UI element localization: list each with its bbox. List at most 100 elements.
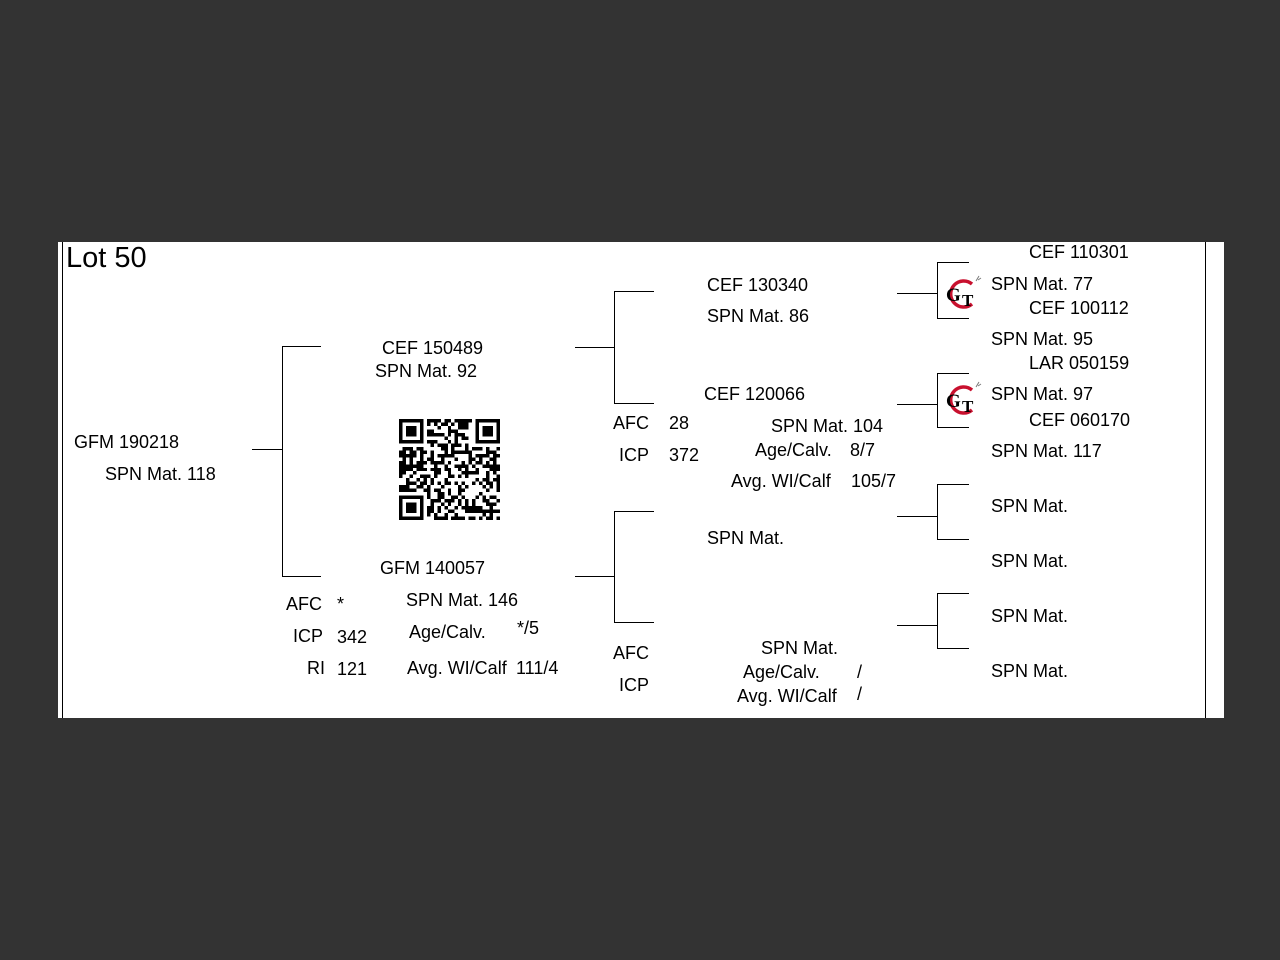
qr-module — [444, 481, 448, 486]
qr-module — [461, 460, 466, 465]
qr-module — [486, 499, 490, 503]
qr-module — [447, 488, 452, 493]
qr-module — [426, 513, 431, 517]
qr-module — [475, 429, 480, 433]
qr-module — [479, 460, 483, 465]
qr-module — [461, 419, 466, 423]
qr-module — [454, 443, 459, 447]
connector — [937, 262, 969, 263]
dam-dam-avg-wi-label: Avg. WI/Calf — [737, 686, 837, 706]
qr-module — [482, 419, 487, 423]
qr-module — [451, 422, 455, 426]
sire-spn: SPN Mat. 92 — [375, 361, 478, 381]
qr-module — [482, 478, 487, 482]
qr-module — [493, 457, 497, 461]
qr-module — [454, 481, 459, 486]
qr-module — [399, 422, 403, 426]
qr-module — [433, 516, 438, 520]
qr-module — [496, 436, 500, 440]
qr-module — [419, 439, 424, 444]
qr-module — [423, 467, 427, 472]
qr-module — [479, 457, 483, 461]
qr-module — [496, 485, 500, 489]
qr-module — [482, 464, 487, 468]
qr-module — [437, 492, 441, 496]
qr-module — [419, 481, 424, 486]
qr-module — [472, 464, 476, 468]
qr-module — [458, 464, 462, 468]
qr-module — [430, 506, 434, 510]
qr-module — [458, 419, 462, 423]
qr-module — [479, 506, 483, 510]
qr-module — [472, 502, 476, 507]
connector — [937, 648, 969, 649]
qr-module — [475, 460, 480, 465]
qr-module — [461, 495, 466, 500]
qr-module — [409, 488, 413, 493]
qr-module — [412, 495, 417, 500]
connector — [897, 516, 938, 517]
qr-module — [486, 474, 490, 479]
qr-module — [447, 429, 452, 433]
qr-module — [426, 492, 431, 496]
qr-module — [430, 499, 434, 503]
qr-module — [399, 436, 403, 440]
qr-module — [475, 422, 480, 426]
pedigree-sheet: Lot 50 GFM 190218 SPN Mat. 118 CEF 15048… — [58, 242, 1224, 718]
qr-module — [437, 443, 441, 447]
connector — [937, 373, 969, 374]
qr-module — [430, 419, 434, 423]
qr-module — [472, 499, 476, 503]
qr-module — [399, 439, 403, 444]
qr-module — [493, 460, 497, 465]
dam-icp-label: ICP — [293, 626, 324, 646]
qr-module — [419, 432, 424, 437]
qr-module — [451, 499, 455, 503]
qr-module — [405, 506, 410, 510]
connector — [897, 404, 938, 405]
dam-avg-wi-value: 111/4 — [516, 658, 559, 678]
qr-module — [486, 425, 490, 430]
qr-module — [468, 506, 473, 510]
qr-module — [493, 453, 497, 458]
qr-module — [412, 506, 417, 510]
qr-module — [486, 464, 490, 468]
qr-module — [482, 495, 487, 500]
qr-module — [440, 443, 445, 447]
qr-module — [458, 485, 462, 489]
qr-module — [419, 464, 424, 468]
qr-module — [416, 485, 420, 489]
qr-module — [412, 509, 417, 514]
qr-module — [479, 419, 483, 423]
qr-module — [419, 509, 424, 514]
qr-module — [496, 499, 500, 503]
qr-module — [472, 481, 476, 486]
qr-module — [419, 450, 424, 454]
connector — [614, 291, 615, 403]
left-border — [62, 242, 63, 718]
qr-module — [405, 478, 410, 482]
sd-sire-id: LAR 050159 — [1029, 353, 1130, 373]
qr-module — [405, 425, 410, 430]
qr-module — [433, 422, 438, 426]
qr-module — [419, 429, 424, 433]
qr-module — [493, 471, 497, 475]
qr-module — [479, 492, 483, 496]
connector — [937, 484, 938, 539]
qr-module — [489, 464, 494, 468]
qr-module — [430, 429, 434, 433]
qr-module — [419, 506, 424, 510]
qr-module — [461, 464, 466, 468]
qr-module — [458, 425, 462, 430]
qr-module — [465, 450, 469, 454]
qr-module — [405, 432, 410, 437]
qr-module — [489, 429, 494, 433]
qr-module — [493, 467, 497, 472]
qr-module — [496, 474, 500, 479]
sire-sire-id: CEF 130340 — [707, 275, 809, 295]
qr-module — [496, 432, 500, 437]
qr-module — [489, 495, 494, 500]
qr-module — [444, 467, 448, 472]
qr-module — [416, 460, 420, 465]
qr-module — [454, 436, 459, 440]
